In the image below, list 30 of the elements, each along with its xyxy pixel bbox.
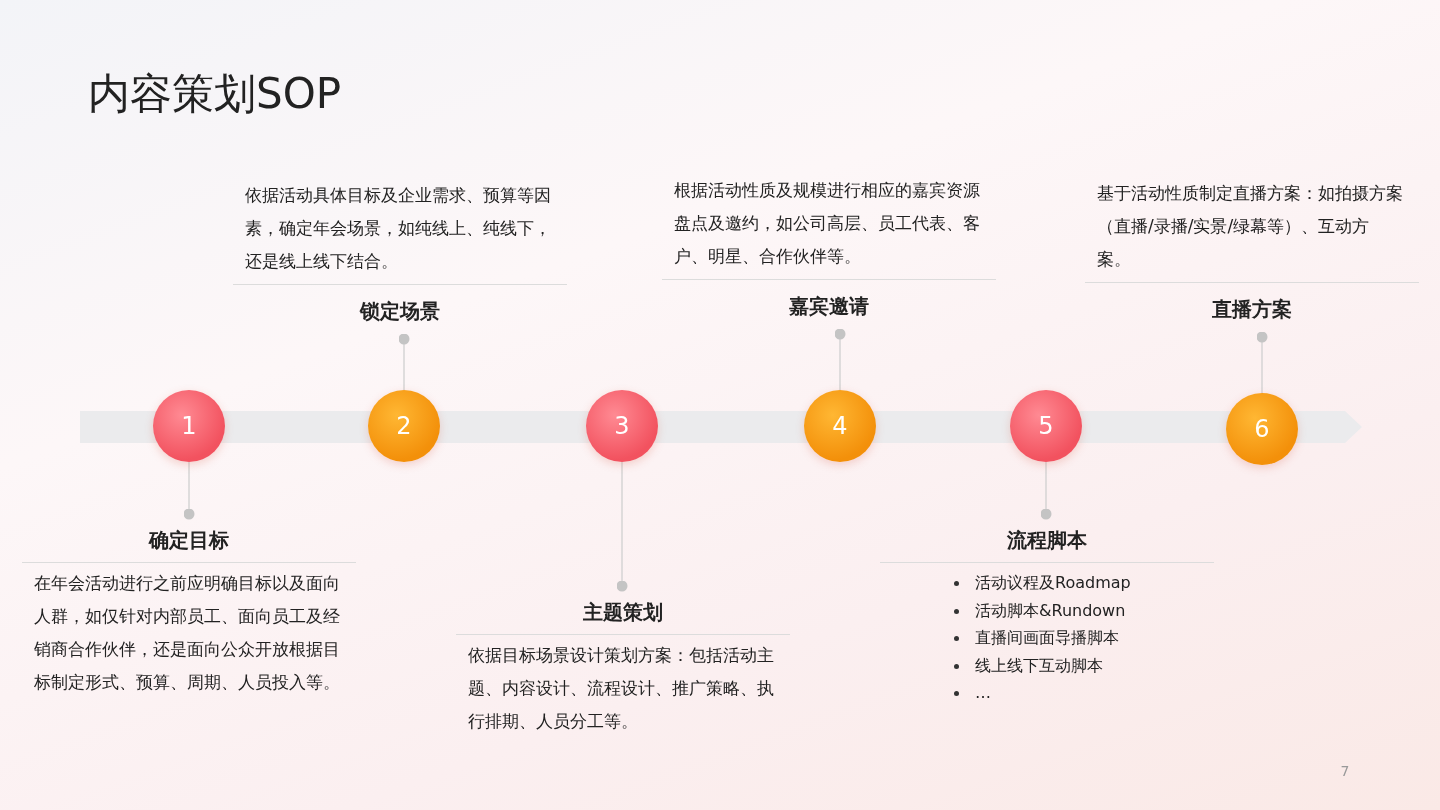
page-number: 7 <box>1339 763 1351 779</box>
leader-line <box>398 333 410 391</box>
step-title: 流程脚本 <box>1006 527 1088 554</box>
step-title: 直播方案 <box>1211 296 1293 323</box>
step-circle: 4 <box>804 390 876 462</box>
step-title: 嘉宾邀请 <box>788 293 870 320</box>
list-item: 活动议程及Roadmap <box>975 573 1131 592</box>
step-description: 在年会活动进行之前应明确目标以及面向人群，如仅针对内部员工、面向员工及经销商合作伙伴，还是面向公众开放根据目标制定形式、预算、周期、人员投入等。 <box>33 572 341 694</box>
list-item: 活动脚本&Rundown <box>975 600 1126 620</box>
step-circle: 5 <box>1010 390 1082 462</box>
page-title: 内容策划SOP <box>88 68 342 120</box>
step-description: 根据活动性质及规模进行相应的嘉宾资源盘点及邀约，如公司高层、员工代表、客户、明星、合作伙伴等。 <box>673 179 981 268</box>
step-title: 确定目标 <box>147 527 230 554</box>
step-circle: 2 <box>368 390 440 462</box>
step-circle: 6 <box>1226 393 1298 465</box>
step-title: 主题策划 <box>582 599 664 626</box>
step-circle: 3 <box>586 390 658 462</box>
list-item: 直播间画面导播脚本 <box>975 628 1119 647</box>
step-title: 锁定场景 <box>358 298 441 325</box>
step-description: 依据活动具体目标及企业需求、预算等因素，确定年会场景，如纯线上、纯线下，还是线上线下结合。 <box>244 184 552 273</box>
leader-line <box>834 328 846 391</box>
step-description: 基于活动性质制定直播方案：如拍摄方案（直播/录播/实景/绿幕等）、互动方案。 <box>1096 182 1404 271</box>
step-description: 依据目标场景设计策划方案：包括活动主题、内容设计、流程设计、推广策略、执行排期、人员分工等。 <box>467 644 775 733</box>
leader-line <box>1040 461 1052 520</box>
leader-line <box>616 461 628 592</box>
leader-line <box>183 461 195 520</box>
list-item: 线上线下互动脚本 <box>975 655 1103 675</box>
list-item: … <box>975 683 991 702</box>
leader-line <box>1256 331 1268 394</box>
step-circle: 1 <box>153 390 225 462</box>
